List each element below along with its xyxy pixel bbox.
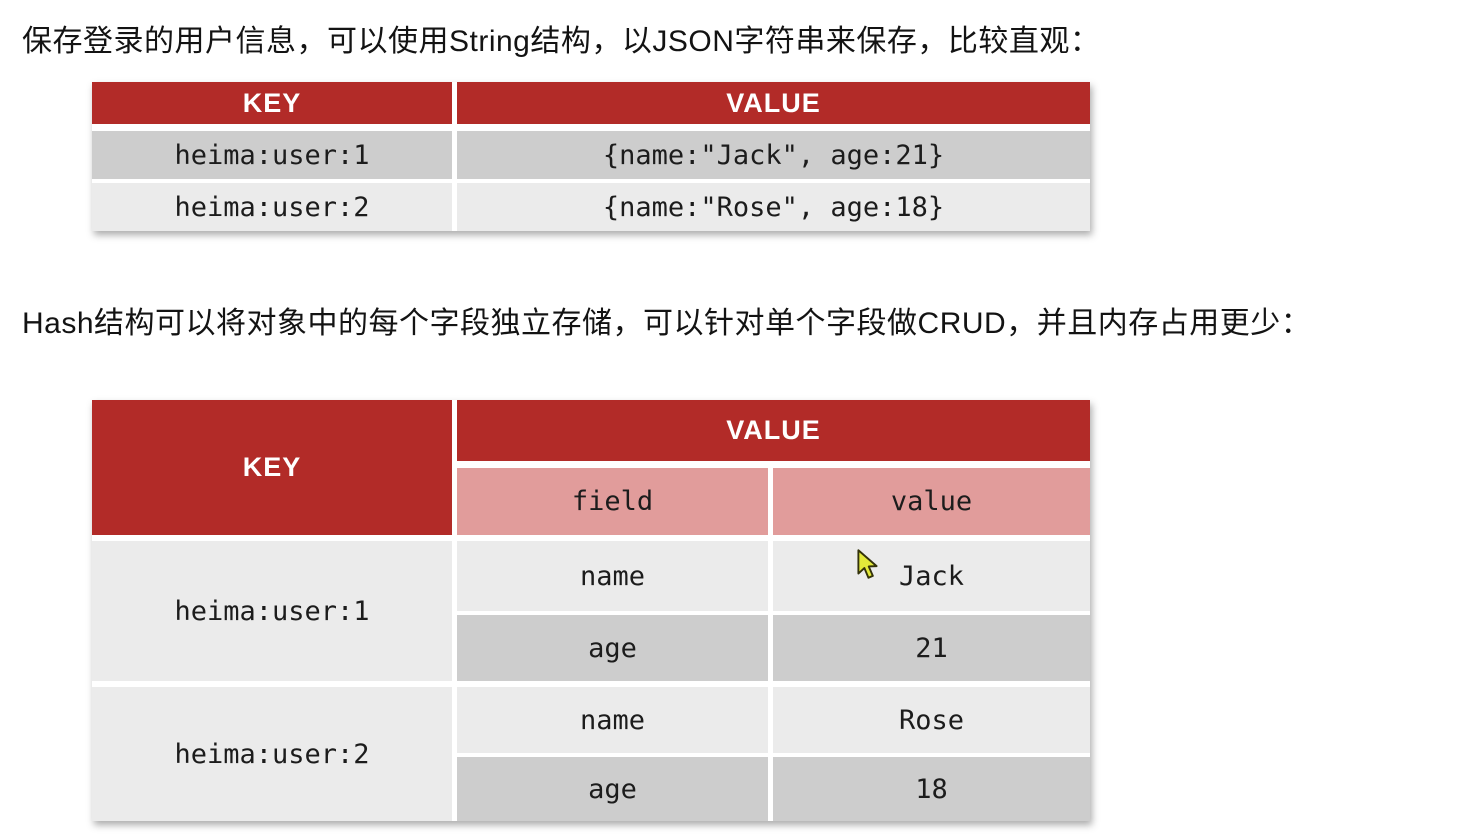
- string-table-row2-key: heima:user:2: [92, 183, 452, 231]
- hash-intro-text: Hash结构可以将对象中的每个字段独立存储，可以针对单个字段做CRUD，并且内存…: [22, 307, 1312, 340]
- hash-table-group2-field2: age: [457, 757, 768, 821]
- string-table-key-header: KEY: [92, 82, 452, 124]
- hash-table-group2-key: heima:user:2: [92, 687, 452, 821]
- string-intro-text: 保存登录的用户信息，可以使用String结构，以JSON字符串来保存，比较直观：: [22, 25, 1101, 58]
- hash-table-group2-value1: Rose: [773, 687, 1090, 753]
- string-table-row1-value: {name:"Jack", age:21}: [457, 131, 1090, 179]
- hash-table-field-subheader: field: [457, 468, 768, 535]
- hash-table-group1-key: heima:user:1: [92, 541, 452, 681]
- hash-table-group1-field1: name: [457, 541, 768, 611]
- hash-table-group2-field1: name: [457, 687, 768, 753]
- hash-table-group1-value2: 21: [773, 615, 1090, 681]
- hash-table-group1-value1: Jack: [773, 541, 1090, 611]
- hash-table-value-header: VALUE: [457, 400, 1090, 461]
- hash-table-group1-field2: age: [457, 615, 768, 681]
- hash-table-key-header: KEY: [92, 400, 452, 535]
- hash-structure-table: KEY VALUE field value heima:user:1 name …: [92, 400, 1090, 821]
- string-structure-table: KEY VALUE heima:user:1 {name:"Jack", age…: [92, 82, 1090, 231]
- string-table-value-header: VALUE: [457, 82, 1090, 124]
- hash-table-group2-value2: 18: [773, 757, 1090, 821]
- string-table-row1-key: heima:user:1: [92, 131, 452, 179]
- hash-table-value-subheader: value: [773, 468, 1090, 535]
- string-table-row2-value: {name:"Rose", age:18}: [457, 183, 1090, 231]
